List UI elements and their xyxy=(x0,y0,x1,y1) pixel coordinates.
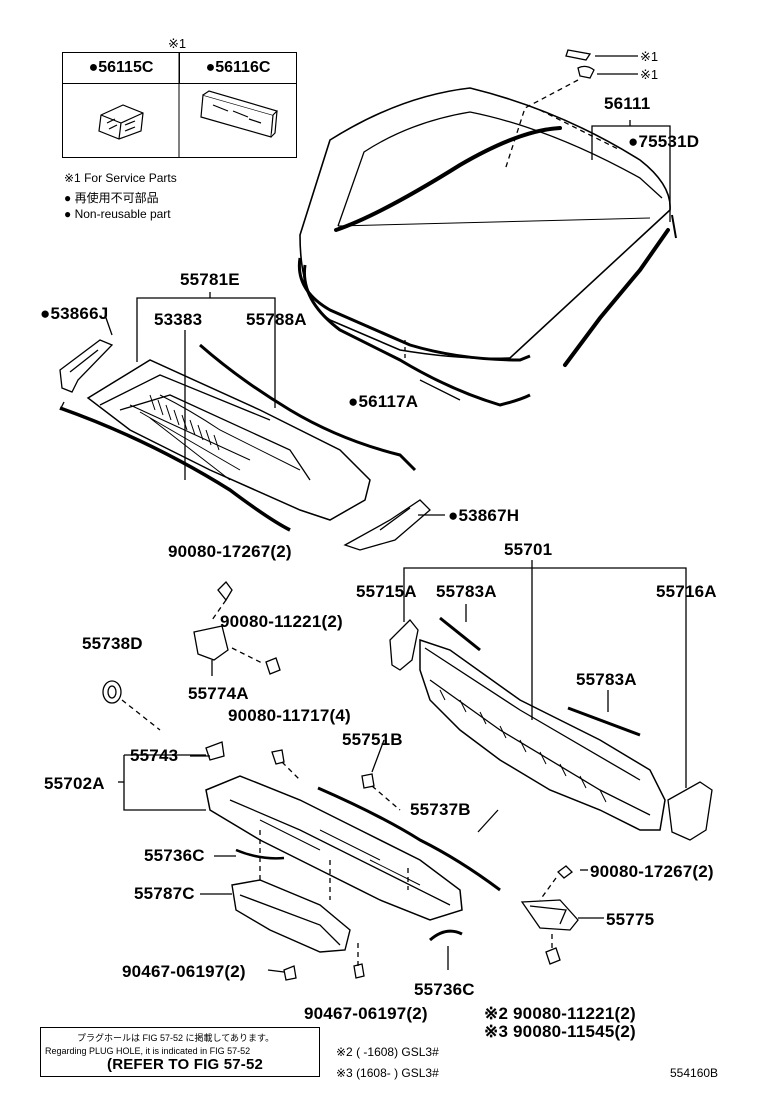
legend-service-parts: ※1 For Service Parts xyxy=(64,171,177,185)
label-55736c-b: 55736C xyxy=(414,980,475,999)
label-55736c-a: 55736C xyxy=(144,846,205,865)
label-56117a: ●56117A xyxy=(348,392,419,411)
label-55716a: 55716A xyxy=(656,582,717,601)
label-55788a: 55788A xyxy=(246,310,307,329)
label-90080-11221-b: ※2 90080-11221(2) xyxy=(484,1004,636,1023)
label-90080-11221: 90080-11221(2) xyxy=(220,612,343,631)
label-55702a: 55702A xyxy=(44,774,105,793)
reference-line-jp: プラグホールは FIG 57-52 に掲載してあります。 xyxy=(77,1033,275,1043)
label-90080-17267-b: 90080-17267(2) xyxy=(590,862,714,881)
label-55783a-b: 55783A xyxy=(576,670,637,689)
figure-id: 554160B xyxy=(670,1066,719,1080)
label-55781e: 55781E xyxy=(180,270,240,289)
footnote-3: ※3 (1608- ) GSL3# xyxy=(336,1066,439,1080)
label-55774a: 55774A xyxy=(188,684,249,703)
label-55715a: 55715A xyxy=(356,582,417,601)
label-53866j: ●53866J xyxy=(40,304,109,323)
cowl-sub-panel xyxy=(231,879,351,953)
cowl-lower xyxy=(205,775,463,921)
reference-line-en: Regarding PLUG HOLE, it is indicated in … xyxy=(45,1046,251,1056)
label-56111: 56111 xyxy=(604,94,651,113)
label-53867h: ●53867H xyxy=(448,506,520,525)
label-55783a-a: 55783A xyxy=(436,582,497,601)
label-55787c: 55787C xyxy=(134,884,195,903)
label-55701: 55701 xyxy=(504,540,553,559)
top-mark-2: ※1 xyxy=(640,67,659,82)
label-55775: 55775 xyxy=(606,910,655,929)
label-90080-11717: 90080-11717(4) xyxy=(228,706,351,725)
cowl-top-panel xyxy=(419,638,666,831)
label-90467-06197-a: 90467-06197(2) xyxy=(122,962,246,981)
label-90467-06197-b: 90467-06197(2) xyxy=(304,1004,428,1023)
legend-non-reusable-en: ● Non-reusable part xyxy=(64,207,171,221)
label-75531d: ●75531D xyxy=(628,132,700,151)
label-55737b: 55737B xyxy=(410,800,471,819)
reference-box: プラグホールは FIG 57-52 に掲載してあります。 Regarding P… xyxy=(40,1027,320,1077)
label-55738d: 55738D xyxy=(82,634,143,653)
label-55743: 55743 xyxy=(130,746,179,765)
kit-part-56116c: ●56116C xyxy=(180,53,296,84)
reference-line-fig: (REFER TO FIG 57-52 xyxy=(107,1056,264,1073)
label-55751b: 55751B xyxy=(342,730,403,749)
service-kit-box: ●56115C ●56116C xyxy=(62,52,297,158)
label-90080-17267-a: 90080-17267(2) xyxy=(168,542,292,561)
footnote-2: ※2 ( -1608) GSL3# xyxy=(336,1045,439,1059)
service-kit-header-mark: ※1 xyxy=(168,36,187,51)
kit-part-illustrations xyxy=(98,53,279,157)
legend-non-reusable-jp: ● 再使用不可部品 xyxy=(64,191,159,205)
cowl-louver xyxy=(86,359,371,521)
top-mark-1: ※1 xyxy=(640,49,659,64)
label-90080-11545: ※3 90080-11545(2) xyxy=(484,1022,636,1041)
label-53383: 53383 xyxy=(154,310,203,329)
